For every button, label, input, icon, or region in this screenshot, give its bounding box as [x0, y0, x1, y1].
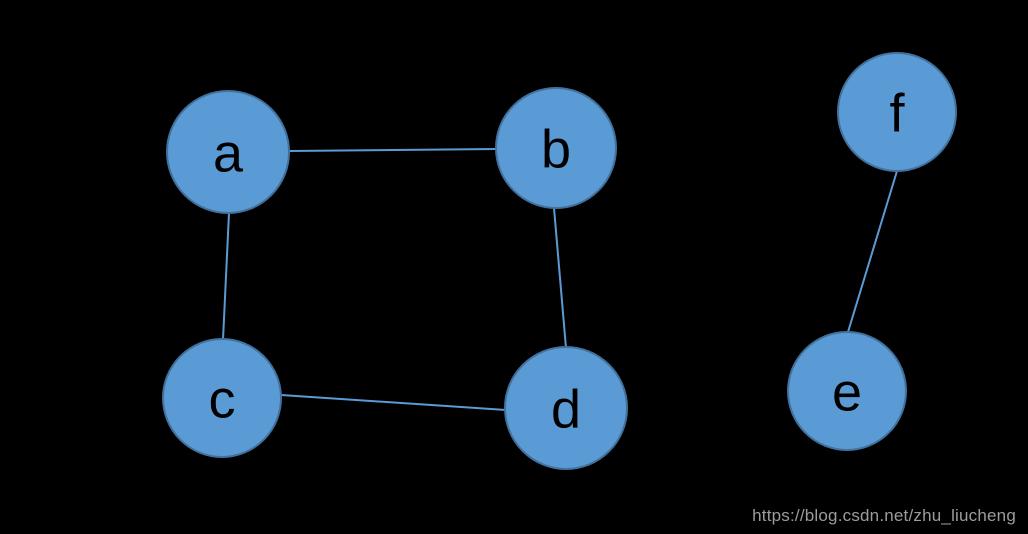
- node-d-circle: [504, 346, 628, 470]
- edge-c-d: [280, 394, 507, 411]
- node-a-circle: [166, 90, 290, 214]
- node-b-circle: [495, 87, 617, 209]
- node-f-label: f: [889, 83, 905, 143]
- edge-b-d: [553, 207, 567, 349]
- edges-layer: [222, 148, 898, 411]
- node-d-label: d: [551, 379, 581, 439]
- edge-a-c: [222, 212, 230, 341]
- edge-a-b: [288, 148, 498, 152]
- node-a-label: a: [213, 123, 244, 183]
- edge-f-e: [847, 170, 898, 333]
- node-e: e: [787, 331, 907, 451]
- nodes-layer: a b c d e f: [162, 52, 957, 470]
- node-e-label: e: [832, 362, 862, 422]
- node-f: f: [837, 52, 957, 172]
- node-c: c: [162, 338, 282, 458]
- node-b-label: b: [541, 119, 571, 179]
- node-c-label: c: [209, 369, 236, 429]
- node-b: b: [495, 87, 617, 209]
- node-d: d: [504, 346, 628, 470]
- node-f-circle: [837, 52, 957, 172]
- node-c-circle: [162, 338, 282, 458]
- node-e-circle: [787, 331, 907, 451]
- node-a: a: [166, 90, 290, 214]
- watermark-url: https://blog.csdn.net/zhu_liucheng: [752, 506, 1016, 525]
